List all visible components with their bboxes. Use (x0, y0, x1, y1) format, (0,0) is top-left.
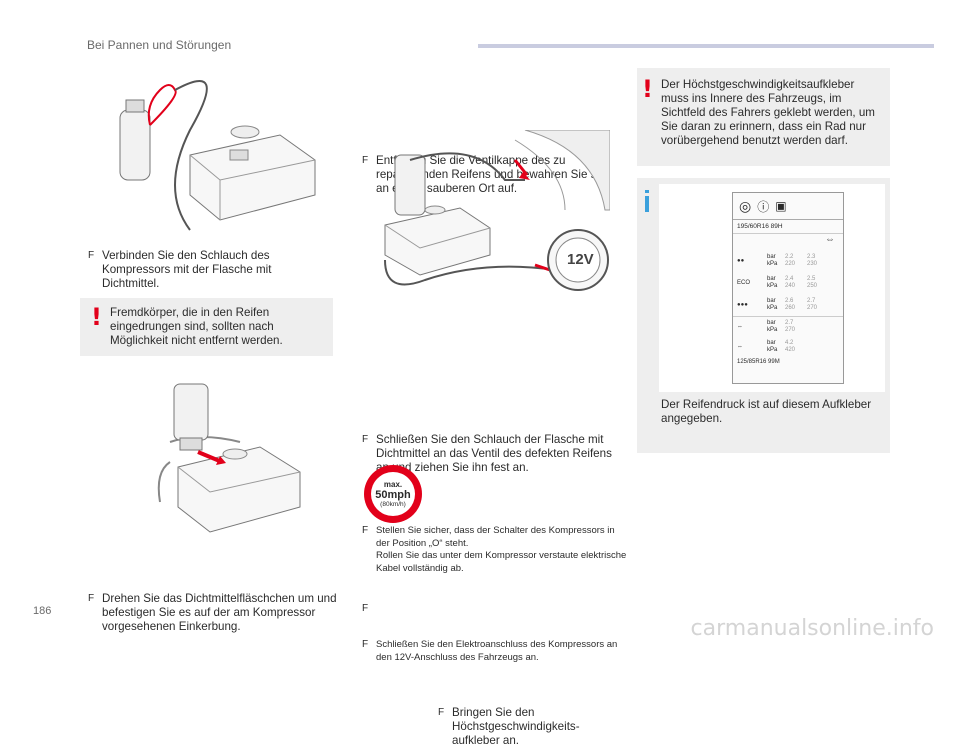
header-divider (478, 44, 934, 48)
step-apply-speed-sticker: F Bringen Sie den Höchstgeschwindigkeits… (438, 706, 602, 748)
label-spare-size: 125/85R16 99M (737, 359, 780, 365)
note-switch-position: F Stellen Sie sicher, dass der Schalter … (362, 525, 631, 575)
step-text: Drehen Sie das Dichtmittelfläschchen um … (102, 592, 337, 633)
load-icon: ●● (737, 258, 745, 264)
load-icon: ●●● (737, 302, 748, 308)
step-text: Verbinden Sie den Schlauch des Kompresso… (102, 249, 272, 290)
step-marker: F (438, 707, 445, 718)
info-icon (645, 190, 649, 193)
warning-panel-foreign-objects: ! Fremdkörper, die in den Reifen eingedr… (80, 298, 333, 356)
step-marker: F (362, 155, 369, 166)
tpms-icon: ⓘ (757, 199, 770, 214)
tyre-icon: ◎ (739, 197, 752, 214)
step-marker: F (362, 639, 369, 650)
step-marker: F (362, 434, 369, 445)
note-text: Stellen Sie sicher, dass der Schalter de… (376, 525, 615, 549)
warning-panel-speed-sticker: ! Der Höchstgeschwindigkeitsaufkleber mu… (637, 68, 890, 166)
tyre-connection-illustration (365, 130, 610, 300)
speed-sign-sub: (80km/h) (380, 500, 406, 508)
speed-sign-top: max. (383, 479, 403, 489)
label-tyre-size: 195/60R16 89H (733, 220, 843, 234)
step-marker: F (362, 603, 369, 614)
label-header: ◎ ⓘ ▣ (733, 193, 843, 220)
step-mount-bottle: F Drehen Sie das Dichtmittelfläschchen u… (88, 592, 342, 634)
step-marker: F (362, 525, 369, 536)
page-number: 186 (33, 605, 52, 617)
step-connect-hose: F Verbinden Sie den Schlauch des Kompres… (88, 249, 327, 291)
step-text: Bringen Sie den Höchstgeschwindigkeits-a… (452, 706, 580, 747)
step-text: Schließen Sie den Schlauch der Flasche m… (376, 433, 612, 474)
plug-12v-label: 12V (567, 251, 594, 268)
note-text: Rollen Sie das unter dem Kompressor vers… (376, 550, 627, 574)
note-text: Schließen Sie den Elektroanschluss des K… (376, 639, 618, 663)
car-side-icon: ⇔ (737, 324, 743, 330)
step-marker: F (88, 593, 95, 604)
step-connect-valve: F Schließen Sie den Schlauch der Flasche… (362, 433, 616, 475)
info-icon-bar (645, 196, 649, 212)
speed-limit-sign-inner: max. 50mph (80km/h) (371, 472, 415, 516)
watermark: carmanualsonline.info (690, 616, 934, 641)
section-title: Bei Pannen und Störungen (87, 38, 232, 52)
info-text: Der Reifendruck ist auf diesem Aufkleber… (661, 398, 872, 425)
speed-sign-value: 50mph (375, 488, 411, 501)
car-icon: ⇔ (825, 234, 835, 245)
warning-text: Fremdkörper, die in den Reifen eingedrun… (110, 306, 283, 347)
car-side-icon: ⇔ (737, 344, 743, 350)
warning-text: Der Höchstgeschwindigkeitsaufkleber muss… (661, 78, 875, 147)
warning-icon: ! (91, 303, 102, 331)
manual-icon: ▣ (775, 199, 787, 213)
step-marker: F (88, 250, 95, 261)
warning-icon: ! (642, 75, 653, 103)
compressor-bottle-illustration (100, 70, 330, 235)
eco-label: ECO (737, 280, 751, 286)
bottle-mounting-illustration (150, 372, 330, 537)
note-connect-12v: F Schließen Sie den Elektroanschluss des… (362, 639, 631, 664)
speed-limit-sign: max. 50mph (80km/h) (364, 465, 422, 523)
